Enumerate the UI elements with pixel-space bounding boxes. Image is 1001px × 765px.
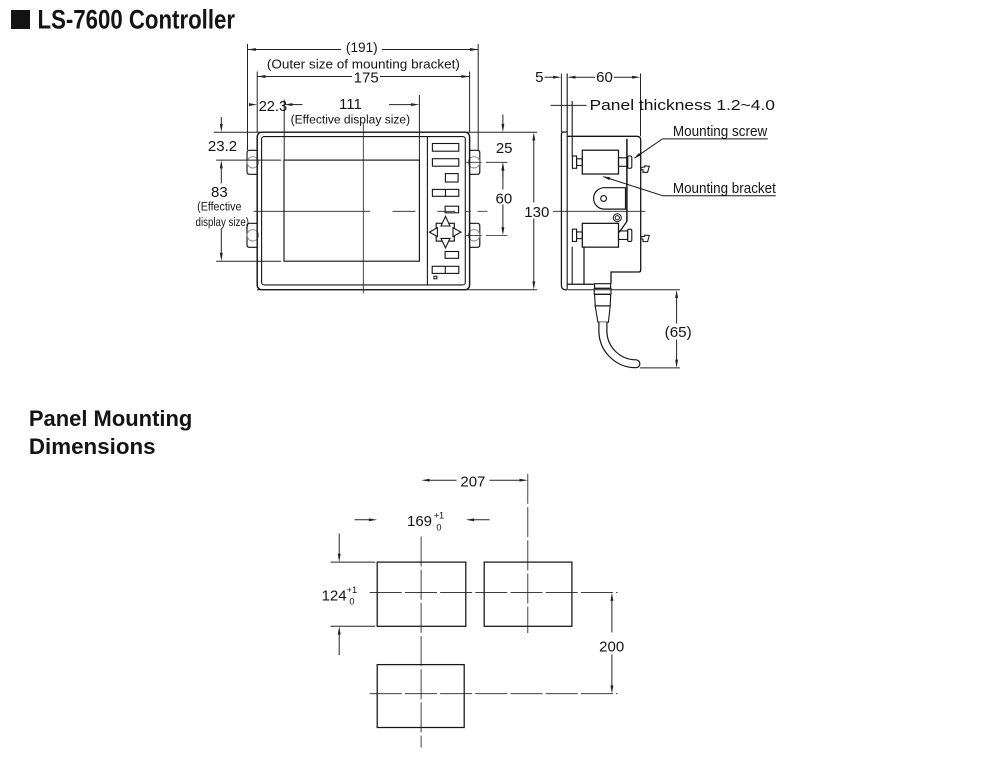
svg-text:200: 200 — [599, 639, 624, 656]
svg-text:60: 60 — [496, 190, 513, 207]
svg-text:(65): (65) — [665, 325, 692, 341]
svg-text:(Effective display size): (Effective display size) — [291, 113, 411, 127]
svg-text:Mounting screw: Mounting screw — [673, 124, 768, 140]
svg-text:(191): (191) — [346, 40, 378, 55]
svg-text:23.2: 23.2 — [208, 138, 237, 155]
svg-text:+1: +1 — [347, 585, 357, 595]
svg-text:LS-7600 Controller: LS-7600 Controller — [38, 5, 236, 35]
svg-text:Panel thickness 1.2~4.0: Panel thickness 1.2~4.0 — [590, 98, 776, 114]
svg-text:25: 25 — [496, 140, 513, 157]
svg-text:22.3: 22.3 — [259, 99, 287, 115]
svg-text:111: 111 — [339, 96, 362, 113]
svg-text:130: 130 — [524, 204, 549, 221]
svg-text:Panel Mounting: Panel Mounting — [29, 406, 192, 431]
svg-text:+1: +1 — [434, 511, 444, 521]
svg-text:0: 0 — [349, 597, 354, 607]
svg-text:124: 124 — [322, 587, 347, 604]
svg-text:175: 175 — [354, 69, 379, 86]
svg-text:169: 169 — [407, 513, 432, 530]
svg-text:5: 5 — [535, 69, 543, 86]
svg-text:(Effective: (Effective — [197, 200, 241, 214]
svg-text:(Outer size of mounting bracke: (Outer size of mounting bracket) — [267, 57, 460, 72]
svg-text:207: 207 — [460, 473, 485, 490]
svg-text:Dimensions: Dimensions — [29, 434, 156, 459]
svg-text:83: 83 — [211, 184, 228, 201]
svg-text:Mounting bracket: Mounting bracket — [673, 181, 776, 197]
svg-text:0: 0 — [436, 522, 441, 532]
svg-text:60: 60 — [596, 69, 613, 86]
svg-text:display size): display size) — [196, 215, 250, 229]
